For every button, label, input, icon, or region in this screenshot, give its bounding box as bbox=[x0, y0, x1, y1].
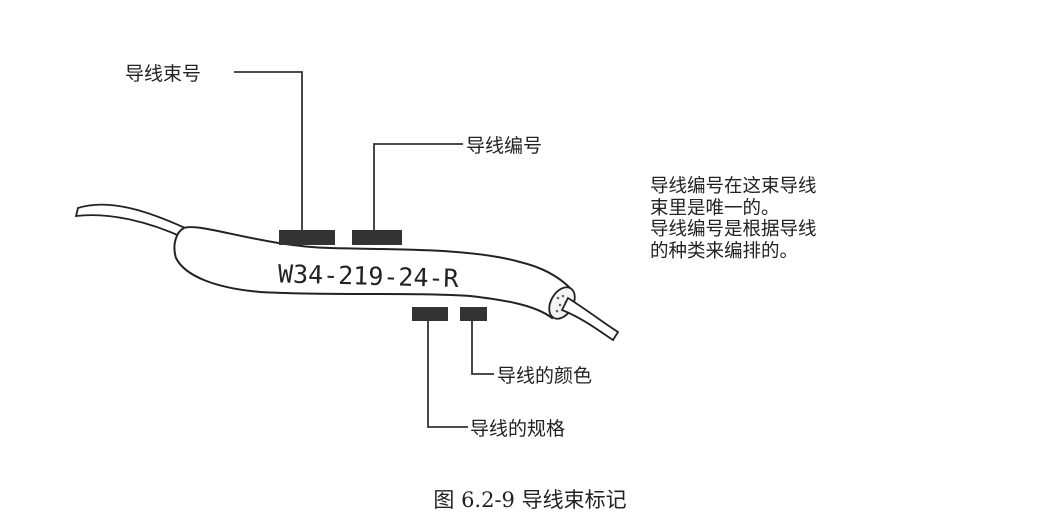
label-wire-number: 导线编号 bbox=[466, 135, 543, 157]
wire-lead-left bbox=[74, 203, 186, 240]
marker-wire-color bbox=[460, 307, 487, 321]
leader-bundle-number bbox=[234, 71, 303, 230]
note-line: 导线编号是根据导线 bbox=[650, 219, 817, 240]
wire-code: W34-219-24-R bbox=[278, 259, 460, 293]
leader-wire-number bbox=[373, 143, 463, 230]
leader-wire-color bbox=[471, 321, 494, 375]
leader-wire-spec bbox=[427, 321, 468, 428]
cable-body bbox=[173, 226, 572, 320]
label-wire-spec: 导线的规格 bbox=[470, 418, 566, 440]
marker-bundle-number bbox=[279, 230, 335, 245]
wire-lead-right bbox=[560, 296, 620, 342]
marker-wire-number bbox=[352, 230, 402, 245]
note-line: 的种类来编排的。 bbox=[650, 240, 799, 262]
explanation-note: 导线编号在这束导线 束里是唯一的。 导线编号是根据导线 的种类来编排的。 bbox=[650, 176, 817, 262]
figure-caption: 图 6.2-9 导线束标记 bbox=[433, 488, 627, 512]
note-line: 束里是唯一的。 bbox=[650, 197, 780, 219]
note-line: 导线编号在这束导线 bbox=[650, 176, 817, 197]
label-bundle-number: 导线束号 bbox=[125, 63, 202, 85]
label-wire-color: 导线的颜色 bbox=[497, 365, 593, 387]
marker-wire-spec bbox=[412, 307, 448, 321]
